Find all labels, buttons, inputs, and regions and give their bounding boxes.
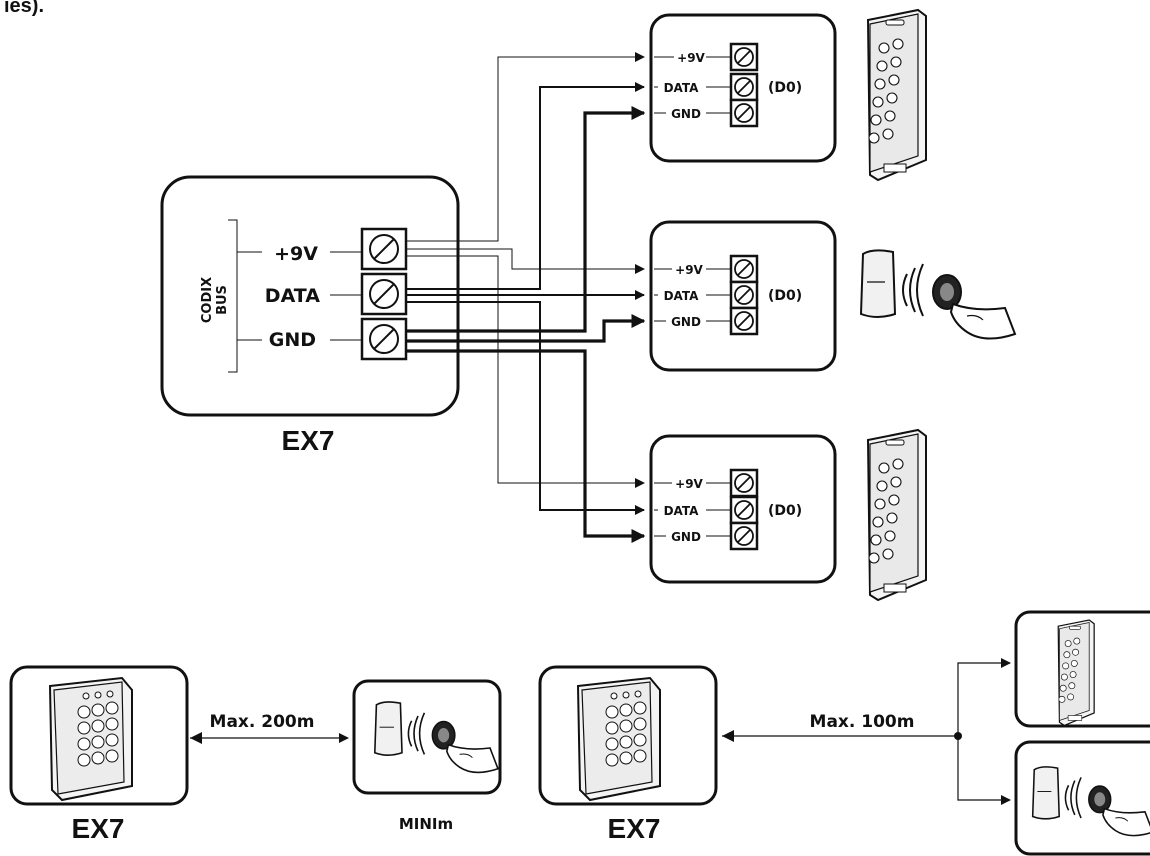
reader-1-terminal-block (729, 42, 759, 128)
reader-3-gnd-label: GND (671, 530, 701, 544)
reader-1-gnd-label: GND (671, 107, 701, 121)
keypad-reader-icon (867, 9, 927, 181)
bottom-left-ex7-label: EX7 (72, 813, 125, 844)
reader-box-3: +9V DATA GND (D0) (649, 434, 837, 584)
reader-2-data-label: DATA (664, 289, 700, 303)
caption-fragment: ies). (4, 0, 44, 17)
ex7-keypad-icon (577, 677, 661, 801)
reader-1-9v-label: +9V (677, 51, 705, 65)
keypad-reader-icon (1057, 619, 1095, 727)
distance-200m-connector: Max. 200m (190, 712, 349, 744)
reader-3-d0-label: (D0) (768, 503, 802, 519)
distance-200m-label: Max. 200m (210, 712, 315, 732)
reader-box-2: +9V DATA GND (D0) (649, 220, 837, 372)
distance-100m-label: Max. 100m (810, 712, 915, 732)
reader-2-9v-label: +9V (675, 263, 703, 277)
reader-3-9v-label: +9V (675, 477, 703, 491)
bottom-left-ex7-box (9, 665, 189, 806)
minim-label: MINIm (399, 815, 453, 833)
proximity-card-reader-icon (860, 249, 1016, 340)
reader-1-d0-label: (D0) (768, 80, 802, 96)
ex7-controller-box: CODIX BUS +9V DATA GND (160, 175, 460, 417)
distance-100m-connector: Max. 100m (722, 658, 1011, 805)
ex7-terminal-gnd-label: GND (269, 329, 316, 351)
reader-2-terminal-block (729, 254, 759, 336)
reader-1-data-label: DATA (664, 81, 700, 95)
bus-label-codix: CODIX (200, 277, 215, 323)
ex7-terminal-9v-label: +9V (274, 243, 318, 265)
bottom-right-prox-reader-box (1014, 740, 1150, 856)
ex7-terminal-block (360, 227, 408, 361)
reader-3-data-label: DATA (664, 504, 700, 518)
reader-box-1: +9V DATA GND (D0) (649, 13, 837, 163)
ex7-keypad-icon (49, 677, 133, 801)
reader-2-d0-label: (D0) (768, 288, 802, 304)
bottom-right-ex7-label: EX7 (608, 813, 661, 844)
bottom-right-keypad-reader-box (1014, 610, 1150, 728)
bus-wires (406, 52, 646, 543)
reader-2-gnd-label: GND (671, 315, 701, 329)
ex7-title: EX7 (282, 425, 335, 456)
keypad-reader-icon (867, 429, 927, 601)
reader-3-terminal-block (729, 468, 759, 551)
bottom-right-ex7-box (538, 665, 718, 806)
bus-label-bus: BUS (215, 285, 230, 315)
ex7-terminal-data-label: DATA (265, 285, 320, 307)
minim-reader-box (352, 679, 502, 795)
